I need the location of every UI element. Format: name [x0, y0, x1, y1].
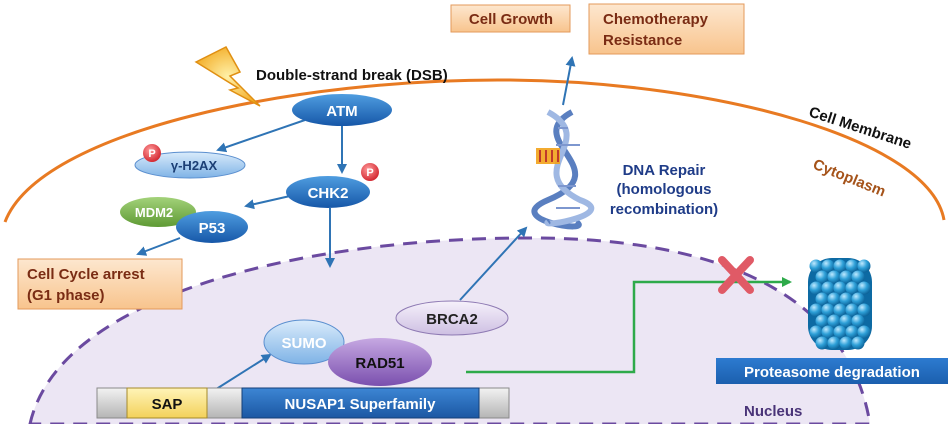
nucleus-label: Nucleus: [744, 403, 802, 420]
chemotherapy-box: [588, 3, 745, 55]
arrow-group: [136, 56, 792, 394]
atm-label: ATM: [326, 103, 357, 120]
rad51-label: RAD51: [355, 355, 404, 372]
sumo-node: [263, 319, 345, 365]
proteasome-bead: [839, 270, 853, 284]
proteasome-bead: [833, 259, 847, 273]
proteasome-bead: [815, 314, 829, 328]
p53-node: [176, 211, 248, 243]
cell-growth-label: Cell Growth: [469, 11, 553, 28]
domain-bar-linker: [206, 387, 243, 419]
proteasome-bead: [809, 325, 823, 339]
proteasome-bead: [845, 303, 859, 317]
proteasome-bead: [851, 270, 865, 284]
recombination-label: recombination): [610, 201, 718, 218]
cell-membrane: [3, 78, 946, 223]
h2ax-phospho-icon: [143, 144, 161, 162]
proteasome-bead: [839, 336, 853, 350]
proteasome-bead: [815, 292, 829, 306]
proteasome-bead: [815, 270, 829, 284]
proteasome-bead: [809, 303, 823, 317]
cell-cycle-label: Cell Cycle arrest: [27, 266, 145, 283]
h2ax-node: [134, 151, 246, 179]
proteasome-bead: [815, 336, 829, 350]
inhibition-x-icon: [718, 256, 754, 294]
proteasome-bead: [827, 336, 841, 350]
cell-cycle-box: [17, 258, 183, 310]
rad51-node: [328, 338, 432, 386]
proteasome-degradation-label: Proteasome degradation: [744, 364, 920, 381]
domain-bar-right-cap: [478, 387, 510, 419]
proteasome-bead: [839, 314, 853, 328]
resistance-label: Resistance: [603, 32, 682, 49]
sumo-label: SUMO: [282, 335, 327, 352]
proteasome-bead: [851, 292, 865, 306]
p53-label: P53: [199, 220, 226, 237]
domain-bar-left-cap: [96, 387, 128, 419]
proteasome-bead: [845, 325, 859, 339]
chk2-phospho-label: P: [366, 167, 373, 179]
proteasome-bead: [857, 325, 871, 339]
proteasome-degradation-box: [716, 358, 948, 384]
proteasome-bead: [845, 281, 859, 295]
proteasome-bead: [821, 325, 835, 339]
proteasome-bead: [845, 259, 859, 273]
mdm2-label: MDM2: [135, 205, 173, 220]
dsb-label: Double-strand break (DSB): [256, 67, 448, 84]
sap-domain: [126, 387, 208, 419]
sap-label: SAP: [152, 396, 183, 413]
brca2-node: [395, 300, 509, 336]
lightning-bolt-icon: [194, 46, 261, 107]
proteasome-bead: [827, 314, 841, 328]
proteasome-bead: [821, 259, 835, 273]
proteasome-bead: [851, 336, 865, 350]
dna-repair-label: DNA Repair: [623, 162, 706, 179]
h2ax-phospho-label: P: [148, 148, 155, 160]
proteasome-bead: [833, 281, 847, 295]
proteasome-bead: [827, 270, 841, 284]
homologous-label: (homologous: [617, 181, 712, 198]
g1-phase-label: (G1 phase): [27, 287, 105, 304]
chk2-label: CHK2: [308, 185, 349, 202]
proteasome-bead: [827, 292, 841, 306]
brca2-label: BRCA2: [426, 311, 478, 328]
cell-growth-box: [450, 4, 571, 33]
proteasome-bead: [809, 281, 823, 295]
proteasome-bead: [821, 281, 835, 295]
proteasome-bead: [857, 281, 871, 295]
dna-helix-icon: [531, 109, 594, 230]
proteasome-bead: [857, 259, 871, 273]
mdm2-node: [120, 197, 196, 227]
proteasome-icon: [808, 258, 872, 350]
proteasome-bead: [857, 303, 871, 317]
proteasome-bead: [839, 292, 853, 306]
proteasome-bead: [851, 314, 865, 328]
nusap1-superfamily-label: NUSAP1 Superfamily: [285, 396, 437, 413]
cytoplasm-label: Cytoplasm: [811, 156, 888, 200]
nusap1-superfamily-domain: [241, 387, 480, 419]
proteasome-bead: [833, 325, 847, 339]
chemotherapy-label: Chemotherapy: [603, 11, 709, 28]
atm-node: [292, 94, 392, 126]
chk2-node: [286, 176, 370, 208]
h2ax-label: γ-H2AX: [171, 158, 218, 173]
proteasome-bead: [833, 303, 847, 317]
proteasome-bead: [809, 259, 823, 273]
proteasome-bead: [821, 303, 835, 317]
chk2-phospho-icon: [361, 163, 379, 181]
